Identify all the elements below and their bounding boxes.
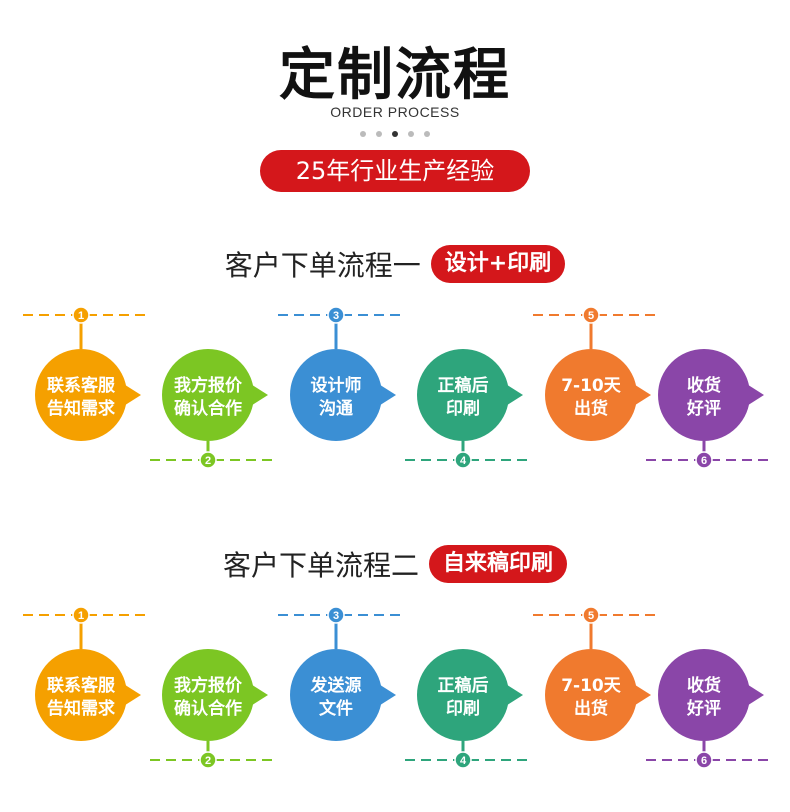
step-number: 2 (205, 455, 211, 467)
step-label-line: 印刷 (446, 699, 480, 719)
step-number-marker (695, 451, 713, 469)
step-label-line: 设计师 (311, 375, 362, 396)
step-label-line: 告知需求 (47, 698, 115, 719)
step-label-line: 出货 (574, 398, 608, 419)
step-label-line: 我方报价 (174, 375, 243, 396)
flow-2-heading: 客户下单流程二自来稿印刷 (0, 544, 790, 584)
flow-1-heading: 客户下单流程一设计+印刷 (0, 244, 790, 284)
step-number-marker (582, 606, 600, 624)
step-number-marker (199, 751, 217, 769)
step-bubble (162, 349, 254, 441)
step-bubble (290, 349, 382, 441)
step-number-marker (695, 751, 713, 769)
page-subtitle: ORDER PROCESS (330, 104, 460, 120)
step-label-line: 7-10天 (561, 676, 622, 696)
step-number-marker (582, 306, 600, 324)
dot (376, 131, 382, 137)
step-number-marker (72, 606, 90, 624)
step-number: 3 (333, 310, 339, 322)
step-label-line: 收货 (687, 375, 721, 396)
step-number: 3 (333, 610, 339, 622)
step-number-marker (454, 751, 472, 769)
step-number-marker (327, 606, 345, 624)
step-bubble (290, 649, 382, 741)
step-bubble (35, 349, 127, 441)
dot (424, 131, 430, 137)
step-label-line: 7-10天 (561, 376, 622, 396)
step-number-marker (199, 451, 217, 469)
step-label-line: 联系客服 (47, 675, 116, 696)
dot-active (392, 131, 398, 137)
step-number: 4 (460, 755, 467, 767)
experience-badge: 25年行业生产经验 (260, 150, 530, 192)
step-number: 5 (588, 610, 594, 622)
step-label-line: 好评 (686, 698, 721, 719)
flow-2-title: 客户下单流程二 (222, 549, 419, 582)
step-label-line: 确认合作 (174, 398, 242, 419)
step-label-line: 我方报价 (174, 675, 243, 696)
step-bubble (658, 649, 750, 741)
step-bubble (658, 349, 750, 441)
step-label-line: 确认合作 (174, 698, 242, 719)
step-label-line: 正稿后 (438, 375, 489, 396)
dot (360, 131, 366, 137)
step-bubble (162, 649, 254, 741)
step-label-line: 沟通 (319, 398, 353, 419)
step-number: 6 (701, 455, 707, 467)
step-number: 1 (78, 310, 84, 322)
flow-2-tag: 自来稿印刷 (429, 545, 568, 583)
flow-1-tag: 设计+印刷 (430, 245, 566, 283)
flow-1-title: 客户下单流程一 (224, 249, 421, 282)
step-label-line: 正稿后 (438, 675, 489, 696)
step-label-line: 告知需求 (47, 398, 115, 419)
step-bubble (417, 649, 509, 741)
step-number-marker (327, 306, 345, 324)
step-label-line: 文件 (319, 698, 353, 719)
step-label-line: 出货 (574, 698, 608, 719)
step-number: 2 (205, 755, 211, 767)
pager-dots (0, 131, 790, 137)
page-title: 定制流程 (279, 43, 511, 108)
step-bubble (545, 649, 637, 741)
step-number: 4 (460, 455, 467, 467)
step-number-marker (454, 451, 472, 469)
step-bubble (545, 349, 637, 441)
step-label-line: 印刷 (446, 399, 480, 419)
step-label-line: 好评 (686, 398, 721, 419)
step-bubble (417, 349, 509, 441)
dot (408, 131, 414, 137)
step-label-line: 发送源 (310, 675, 362, 696)
step-bubble (35, 649, 127, 741)
step-number-marker (72, 306, 90, 324)
step-number: 1 (78, 610, 84, 622)
step-number: 6 (701, 755, 707, 767)
step-number: 5 (588, 310, 594, 322)
step-label-line: 收货 (687, 675, 721, 696)
step-label-line: 联系客服 (47, 375, 116, 396)
